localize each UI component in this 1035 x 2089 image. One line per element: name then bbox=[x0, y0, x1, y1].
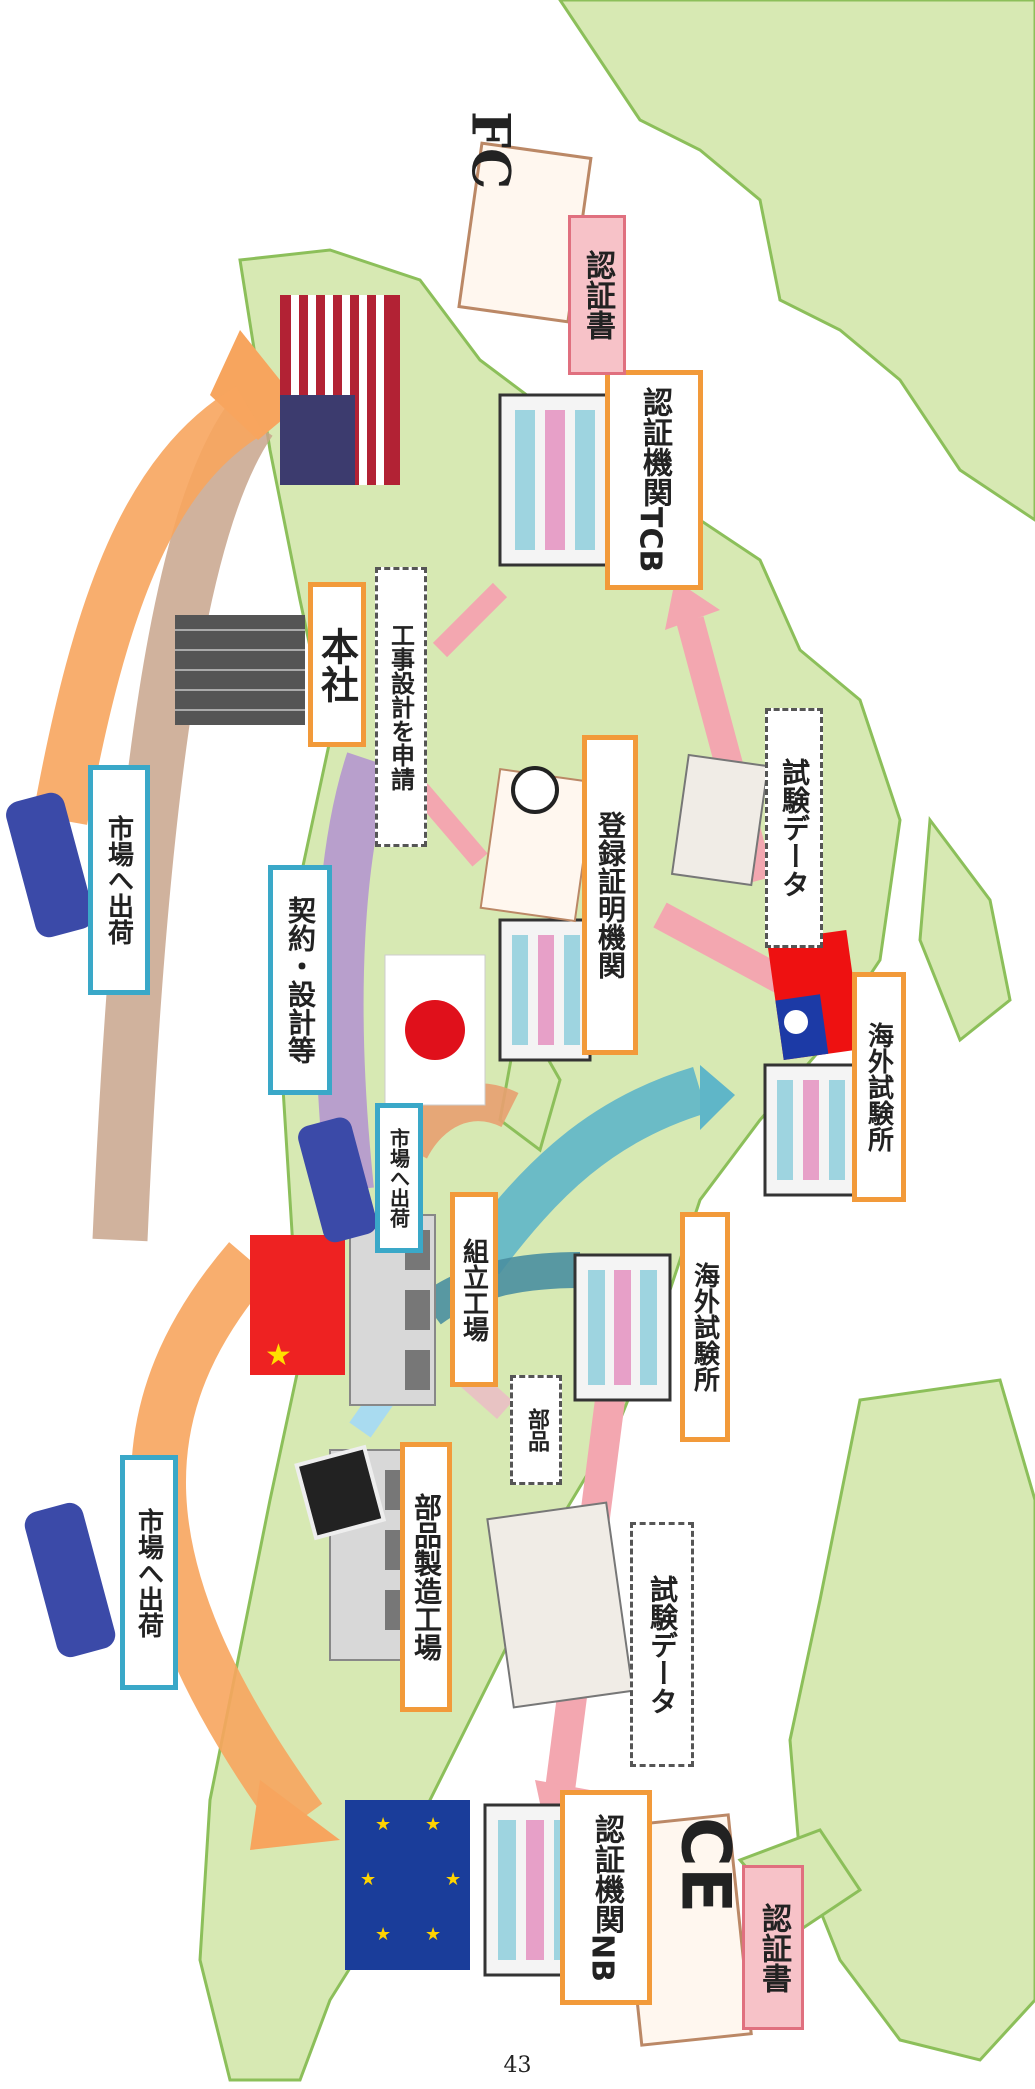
label-registered-certification-body: 登録証明機関 bbox=[582, 735, 638, 1055]
label-ship-to-market-top-text: 市場へ出荷 bbox=[103, 815, 134, 945]
label-ship-to-market-mid: 市場へ出荷 bbox=[375, 1103, 423, 1253]
label-contract-design: 契約・設計等 bbox=[268, 865, 332, 1095]
taiwan-flag bbox=[767, 930, 863, 1060]
fcc-mark-text: FC bbox=[459, 110, 521, 190]
label-parts-small-text: 部品 bbox=[524, 1408, 549, 1452]
arrow-test-data-to-registered bbox=[653, 902, 797, 998]
svg-text:★: ★ bbox=[265, 1338, 292, 1373]
label-ship-to-market-top: 市場へ出荷 bbox=[88, 765, 150, 995]
label-assembly-factory: 組立工場 bbox=[450, 1192, 498, 1387]
fcc-mark: FC bbox=[455, 105, 525, 195]
label-headquarters-text: 本社 bbox=[314, 626, 359, 703]
landmass-africa bbox=[788, 1378, 1035, 2062]
us-flag bbox=[280, 295, 400, 485]
svg-text:★: ★ bbox=[425, 1814, 441, 1835]
svg-text:★: ★ bbox=[375, 1924, 391, 1945]
japan-flag bbox=[384, 954, 486, 1106]
phone-icon-top bbox=[6, 792, 94, 938]
label-overseas-lab-top: 海外試験所 bbox=[852, 972, 906, 1202]
page-number: 43 bbox=[503, 2053, 532, 2078]
label-parts-factory: 部品製造工場 bbox=[400, 1442, 452, 1712]
building-overseas-lab-mid bbox=[573, 1253, 672, 1402]
label-overseas-lab-mid: 海外試験所 bbox=[680, 1212, 730, 1442]
arrow-head-tcb bbox=[665, 580, 720, 630]
headquarters-building bbox=[175, 615, 305, 725]
landmass-north-america bbox=[558, 0, 1035, 522]
label-ship-to-market-bottom-text: 市場へ出荷 bbox=[133, 1507, 164, 1638]
label-assembly-factory-text: 組立工場 bbox=[458, 1237, 489, 1342]
label-test-data-top-text: 試験データ bbox=[778, 758, 811, 898]
china-flag: ★ bbox=[250, 1235, 345, 1375]
registered-certificate-document bbox=[479, 766, 596, 923]
label-nb-line1: 認証機関 bbox=[589, 1813, 624, 1934]
svg-text:★: ★ bbox=[375, 1814, 391, 1835]
test-data-document-bottom bbox=[486, 1501, 634, 1709]
arrow-head-eu bbox=[250, 1780, 340, 1850]
test-data-document-top bbox=[670, 753, 770, 887]
label-test-data-bottom-text: 試験データ bbox=[646, 1574, 679, 1715]
label-contract-design-text: 契約・設計等 bbox=[284, 896, 317, 1064]
svg-text:★: ★ bbox=[425, 1924, 441, 1945]
label-certificate-top: 認証書 bbox=[568, 215, 626, 375]
label-overseas-lab-mid-text: 海外試験所 bbox=[689, 1262, 720, 1392]
label-test-data-bottom: 試験データ bbox=[630, 1522, 694, 1767]
chip-icon bbox=[294, 1444, 387, 1541]
label-certification-body-tcb: 認証機関 TCB bbox=[605, 370, 703, 590]
svg-text:★: ★ bbox=[445, 1869, 461, 1890]
label-headquarters: 本社 bbox=[308, 582, 366, 747]
arrow-contract-design bbox=[315, 752, 393, 1193]
label-tcb-line2: TCB bbox=[632, 507, 668, 573]
phone-icon-bottom bbox=[24, 1502, 116, 1658]
arrow-apply-to-tcb bbox=[432, 582, 508, 658]
label-nb-line2: NB bbox=[584, 1933, 620, 1982]
ce-mark-text: CE bbox=[665, 1816, 745, 1914]
label-certificate-bottom-text: 認証書 bbox=[756, 1902, 791, 1993]
label-apply-construction-design-text: 工事設計を申請 bbox=[386, 623, 415, 791]
arrow-teal-to-overseas-lab-top bbox=[460, 1067, 708, 1275]
label-registered-certification-body-text: 登録証明機関 bbox=[594, 811, 627, 979]
label-overseas-lab-top-text: 海外試験所 bbox=[863, 1022, 894, 1152]
label-ship-to-market-bottom: 市場へ出荷 bbox=[120, 1455, 178, 1690]
label-certificate-top-text: 認証書 bbox=[580, 250, 615, 340]
ce-mark: CE bbox=[665, 1800, 745, 1930]
svg-text:★: ★ bbox=[360, 1869, 376, 1890]
label-apply-construction-design: 工事設計を申請 bbox=[375, 567, 427, 847]
label-tcb-line1: 認証機関 bbox=[637, 387, 672, 508]
label-test-data-top: 試験データ bbox=[765, 708, 823, 948]
phone-icon-mid bbox=[298, 1117, 377, 1243]
label-certification-body-nb: 認証機関 NB bbox=[560, 1790, 652, 2005]
arrow-ship-to-usa-orange bbox=[32, 386, 265, 825]
building-overseas-lab-top bbox=[763, 1063, 857, 1197]
label-ship-to-market-mid-text: 市場へ出荷 bbox=[386, 1128, 411, 1228]
label-parts-factory-text: 部品製造工場 bbox=[410, 1493, 443, 1661]
eu-flag: ★ ★ ★ ★ ★ ★ bbox=[345, 1800, 470, 1970]
building-tcb bbox=[498, 393, 612, 567]
arrow-head-teal-top bbox=[700, 1065, 735, 1130]
label-certificate-bottom: 認証書 bbox=[742, 1865, 804, 2030]
label-parts-small: 部品 bbox=[510, 1375, 562, 1485]
building-registered bbox=[498, 918, 592, 1062]
landmass-island bbox=[918, 815, 1012, 1043]
arrow-ship-to-usa bbox=[92, 404, 273, 1242]
arrow-apply-to-registered bbox=[412, 783, 488, 867]
